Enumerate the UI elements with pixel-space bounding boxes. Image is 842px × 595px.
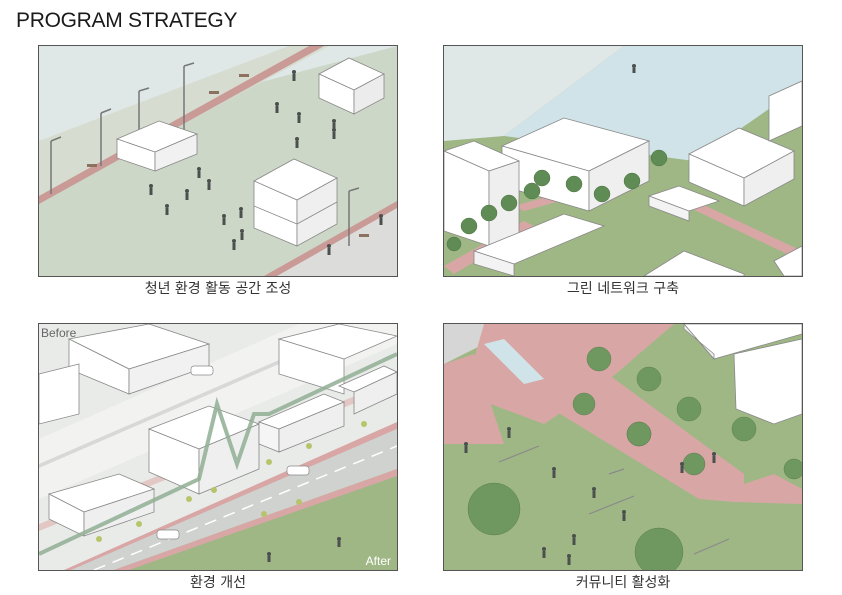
isometric-illustration bbox=[444, 46, 802, 276]
panel-environment-improvement: Before After bbox=[38, 323, 398, 571]
panel-youth-activity-space bbox=[38, 45, 398, 277]
after-label: After bbox=[365, 554, 391, 568]
panel-caption-community-activation: 커뮤니티 활성화 bbox=[575, 575, 671, 591]
page-title: PROGRAM STRATEGY bbox=[16, 9, 238, 32]
panel-community-activation bbox=[443, 323, 803, 571]
before-label: Before bbox=[41, 326, 77, 340]
panel-caption-environment-improvement: 환경 개선 bbox=[190, 575, 246, 591]
panel-green-network bbox=[443, 45, 803, 277]
isometric-illustration bbox=[39, 46, 397, 276]
isometric-illustration bbox=[444, 324, 802, 570]
isometric-illustration bbox=[39, 324, 397, 570]
panel-caption-green-network: 그린 네트워크 구축 bbox=[567, 281, 679, 297]
panel-caption-youth-activity-space: 청년 환경 활동 공간 조성 bbox=[144, 281, 292, 297]
